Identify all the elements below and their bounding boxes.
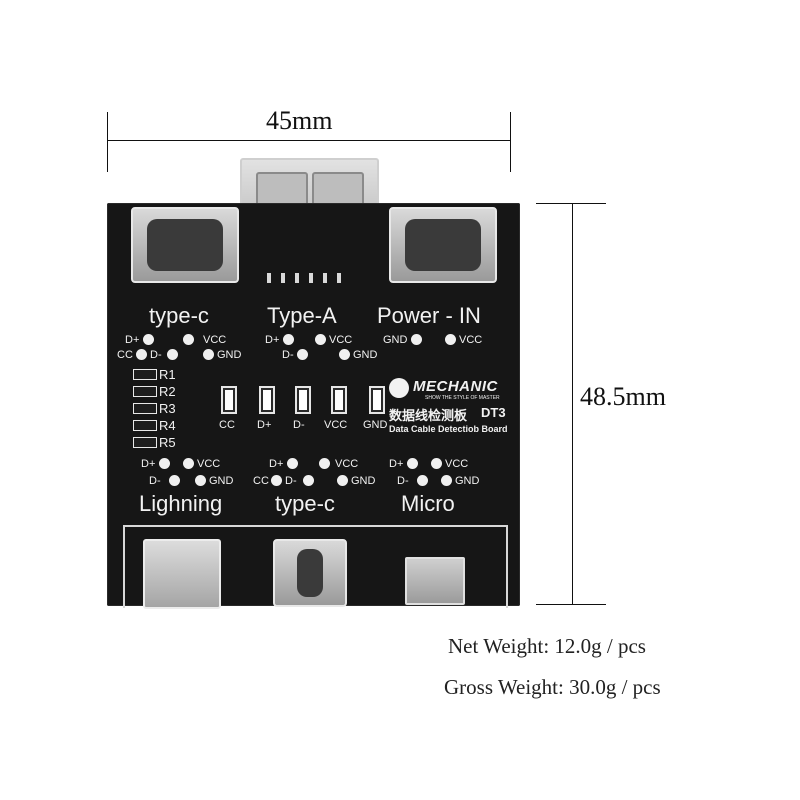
- led-cc: [221, 386, 237, 414]
- led-dminus: [295, 386, 311, 414]
- pin-label: D+: [125, 334, 140, 346]
- test-pad: [445, 334, 456, 345]
- led-label: GND: [363, 419, 388, 431]
- led-gnd: [369, 386, 385, 414]
- pin-label: D+: [389, 458, 404, 470]
- test-pad: [136, 349, 147, 360]
- resistor-r4: [133, 420, 157, 431]
- pin-label: GND: [455, 475, 480, 487]
- led-dplus: [259, 386, 275, 414]
- pcb-board: type-c Type-A Power - IN D+ VCC CC D- GN…: [107, 203, 520, 609]
- resistor-label: R5: [159, 435, 176, 450]
- pin-label: GND: [383, 334, 408, 346]
- pin-label: GND: [209, 475, 234, 487]
- test-pad: [417, 475, 428, 486]
- net-weight: Net Weight: 12.0g / pcs: [448, 634, 646, 658]
- resistor-label: R3: [159, 401, 176, 416]
- brand-name: MECHANIC: [413, 378, 498, 395]
- test-pad: [203, 349, 214, 360]
- width-dim-left-tick: [107, 112, 108, 172]
- height-label: 48.5mm: [580, 382, 666, 411]
- resistor-label: R2: [159, 384, 176, 399]
- label-top-typea: Type-A: [267, 303, 337, 328]
- pin-label: VCC: [203, 334, 227, 346]
- power-in-port: [389, 207, 497, 283]
- usb-a-pins: [267, 273, 351, 283]
- label-micro: Micro: [401, 491, 455, 516]
- height-dim-top-tick: [536, 203, 606, 204]
- gross-weight: Gross Weight: 30.0g / pcs: [444, 675, 661, 699]
- pin-label: CC: [117, 349, 133, 361]
- test-pad: [303, 475, 314, 486]
- led-vcc: [331, 386, 347, 414]
- resistor-label: R1: [159, 367, 176, 382]
- test-pad: [183, 458, 194, 469]
- pin-label: GND: [351, 475, 376, 487]
- led-label: CC: [219, 419, 235, 431]
- pin-label: CC: [253, 475, 269, 487]
- pin-label: VCC: [329, 334, 353, 346]
- height-dim-line: [572, 203, 573, 604]
- pin-label: D+: [265, 334, 280, 346]
- usb-c-port-top: [131, 207, 239, 283]
- test-pad: [167, 349, 178, 360]
- test-pad: [195, 475, 206, 486]
- test-pad: [431, 458, 442, 469]
- width-dim-line: [107, 140, 511, 141]
- test-pad: [319, 458, 330, 469]
- model-number: DT3: [481, 405, 506, 420]
- label-power-in: Power - IN: [377, 303, 481, 328]
- led-label: D-: [293, 419, 305, 431]
- height-dim-bottom-tick: [536, 604, 606, 605]
- test-pad: [441, 475, 452, 486]
- brand-tagline: SHOW THE STYLE OF MASTER: [425, 395, 500, 401]
- pin-label: D-: [150, 349, 162, 361]
- test-pad: [183, 334, 194, 345]
- resistor-r3: [133, 403, 157, 414]
- led-label: VCC: [324, 419, 348, 431]
- usb-c-port-bottom: [273, 539, 347, 607]
- pin-label: D-: [397, 475, 409, 487]
- test-pad: [339, 349, 350, 360]
- pin-label: D-: [149, 475, 161, 487]
- width-dim-right-tick: [510, 112, 511, 172]
- pin-label: VCC: [459, 334, 483, 346]
- lightning-port: [143, 539, 221, 609]
- pin-label: D-: [282, 349, 294, 361]
- gorilla-logo-icon: [389, 378, 409, 398]
- resistor-r2: [133, 386, 157, 397]
- board-subtitle: Data Cable Detectiob Board: [389, 424, 508, 434]
- test-pad: [407, 458, 418, 469]
- led-label: D+: [257, 419, 272, 431]
- test-pad: [411, 334, 422, 345]
- label-lightning: Lighning: [139, 491, 223, 516]
- width-label: 45mm: [266, 106, 333, 135]
- test-pad: [287, 458, 298, 469]
- micro-usb-port: [405, 557, 465, 605]
- test-pad: [297, 349, 308, 360]
- pin-label: D+: [269, 458, 284, 470]
- pin-label: VCC: [197, 458, 221, 470]
- test-pad: [143, 334, 154, 345]
- test-pad: [169, 475, 180, 486]
- test-pad: [283, 334, 294, 345]
- resistor-label: R4: [159, 418, 176, 433]
- resistor-r5: [133, 437, 157, 448]
- pin-label: D+: [141, 458, 156, 470]
- pin-label: VCC: [335, 458, 359, 470]
- label-bottom-typec: type-c: [275, 491, 335, 516]
- chinese-title: 数据线检测板: [389, 408, 468, 423]
- pin-label: D-: [285, 475, 297, 487]
- pin-label: GND: [353, 349, 378, 361]
- test-pad: [159, 458, 170, 469]
- test-pad: [337, 475, 348, 486]
- connector-bay: [123, 525, 508, 608]
- resistor-r1: [133, 369, 157, 380]
- test-pad: [315, 334, 326, 345]
- pin-label: VCC: [445, 458, 469, 470]
- label-top-typec: type-c: [149, 303, 209, 328]
- test-pad: [271, 475, 282, 486]
- pin-label: GND: [217, 349, 242, 361]
